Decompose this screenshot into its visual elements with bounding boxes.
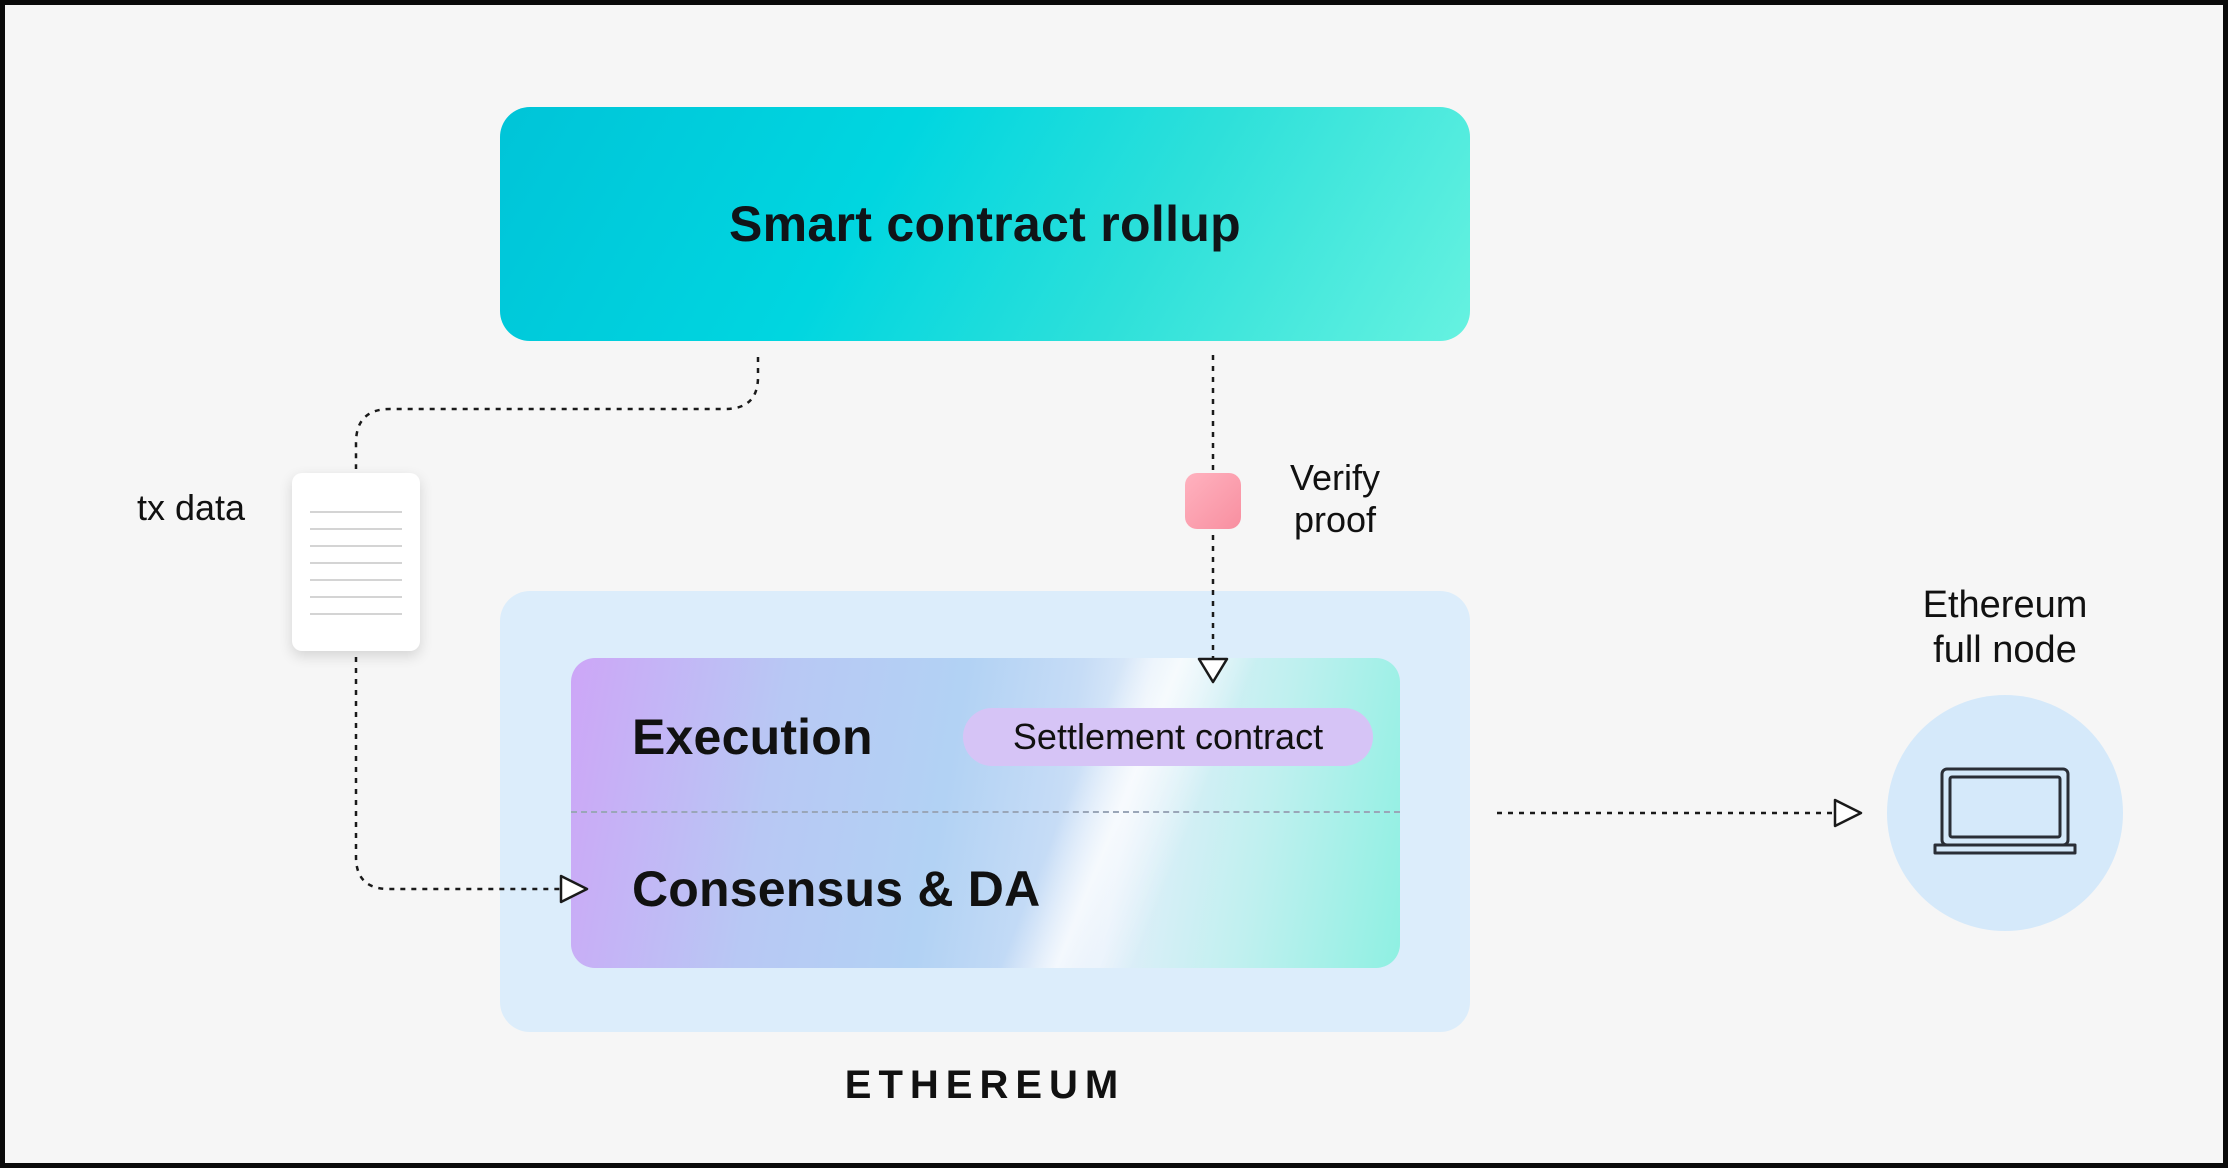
- rollup-title: Smart contract rollup: [729, 196, 1241, 252]
- node-label-line1: Ethereum: [1922, 584, 2088, 626]
- verify-label-line1: Verify: [1289, 457, 1381, 498]
- tx-data-connector-bottom: [354, 657, 561, 891]
- laptop-icon: [1933, 767, 2077, 855]
- document-icon: [292, 473, 420, 651]
- tx-data-label: tx data: [137, 487, 246, 528]
- smart-contract-rollup-box: Smart contract rollup: [500, 107, 1470, 341]
- proof-square-icon: [1185, 473, 1241, 529]
- consensus-arrowhead-icon: [559, 874, 589, 904]
- ethereum-layers-box: Execution Settlement contract Consensus …: [571, 658, 1400, 968]
- settlement-contract-label: Settlement contract: [1012, 716, 1324, 757]
- verify-label-line2: proof: [1293, 499, 1377, 540]
- node-label-line2: full node: [1933, 629, 2077, 671]
- execution-label: Execution: [632, 709, 873, 765]
- verify-proof-label: Verify proof: [1260, 457, 1410, 541]
- layer-divider: [571, 811, 1400, 813]
- tx-data-connector-top: [354, 357, 760, 469]
- connectors-layer: [354, 355, 2077, 904]
- consensus-da-label: Consensus & DA: [632, 861, 1041, 917]
- settlement-contract-pill: Settlement contract: [963, 708, 1373, 766]
- ethereum-full-node-label: Ethereum full node: [1885, 583, 2125, 673]
- full-node-circle: [1887, 695, 2123, 931]
- settlement-arrowhead-icon: [1197, 657, 1229, 684]
- ethereum-wordmark: ETHEREUM: [844, 1063, 1126, 1107]
- node-arrowhead-icon: [1833, 798, 1863, 828]
